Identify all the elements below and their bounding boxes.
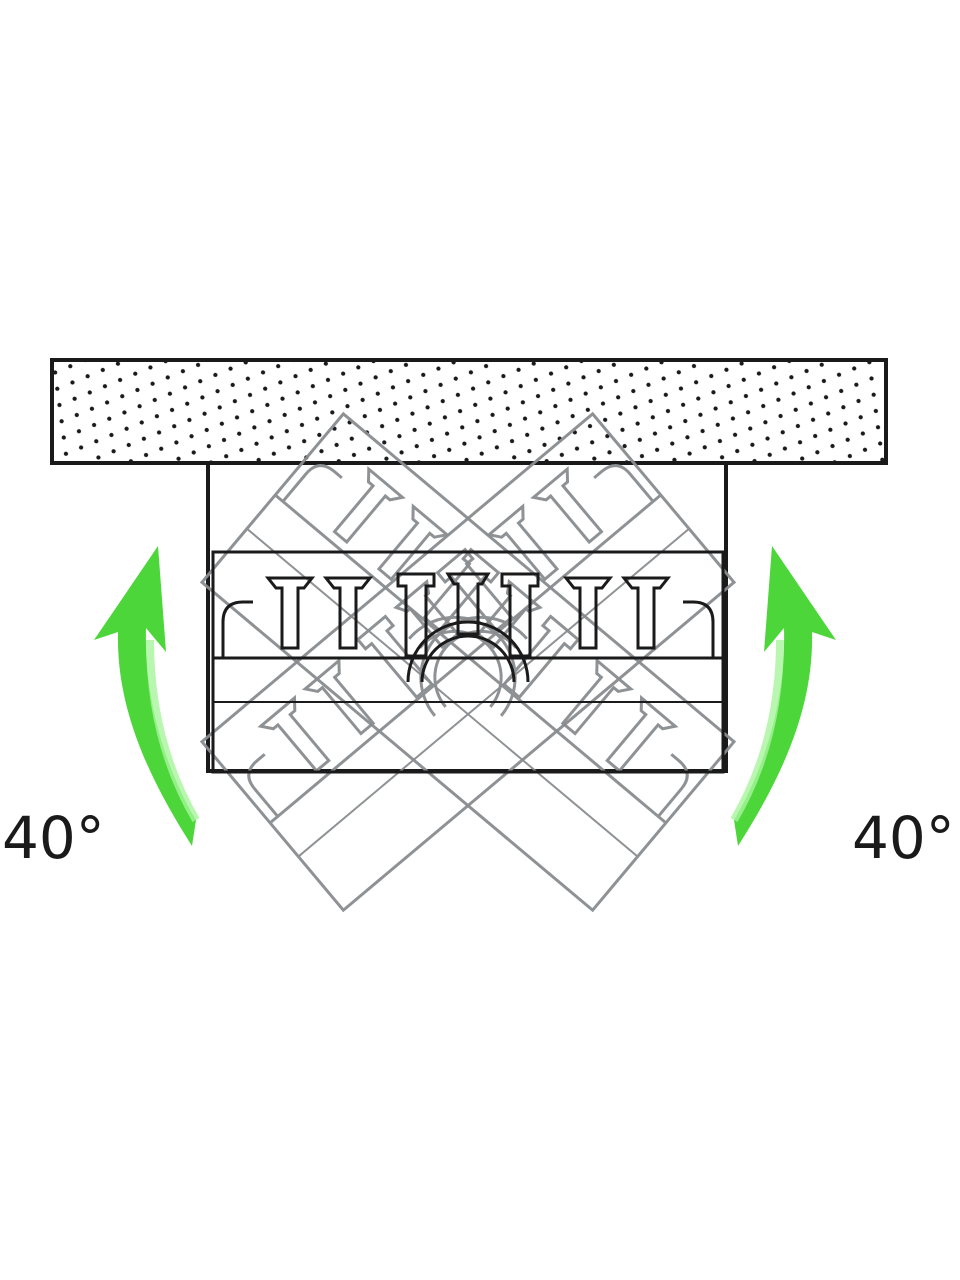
left-angle-label: 40° [2, 804, 105, 872]
curved-arrow-up-icon [730, 546, 836, 846]
curved-arrow-up-icon [94, 546, 200, 846]
right-angle-label: 40° [852, 804, 955, 872]
ceiling-slab [50, 358, 888, 465]
